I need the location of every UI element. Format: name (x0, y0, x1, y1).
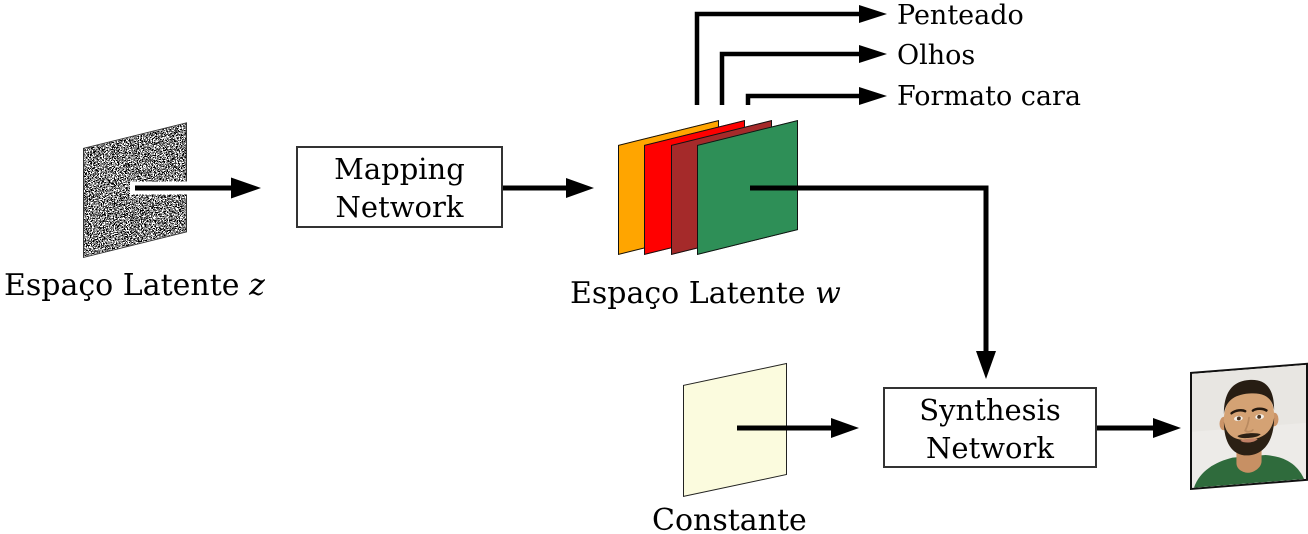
synthesis-network-box: Synthesis Network (883, 387, 1097, 468)
synthesis-network-line1: Synthesis (919, 393, 1061, 427)
feature-label-formato-cara: Formato cara (897, 81, 1082, 112)
constant-caption-text: Constante (652, 503, 807, 534)
constant-plane (683, 362, 787, 497)
generated-face-image (1190, 362, 1308, 490)
arrow-synthesis-to-output (1097, 418, 1181, 438)
latent-w-caption: Espaço Latente w (570, 276, 841, 311)
latent-z-symbol: z (249, 268, 265, 303)
latent-z-noise-image (83, 122, 187, 258)
latent-w-layer-green (697, 120, 798, 255)
feature-label-olhos: Olhos (897, 40, 976, 71)
arrow-feature-penteado (694, 5, 887, 105)
mapping-network-box: Mapping Network (296, 146, 503, 228)
latent-w-caption-text: Espaço Latente (570, 276, 806, 311)
synthesis-network-line2: Network (926, 431, 1054, 465)
mapping-network-line2: Network (335, 190, 464, 224)
feature-label-penteado: Penteado (897, 0, 1024, 31)
arrow-feature-formato-cara (745, 87, 887, 105)
latent-z-caption: Espaço Latente z (4, 268, 265, 303)
latent-w-symbol: w (815, 276, 841, 311)
mapping-network-line1: Mapping (334, 152, 465, 186)
latent-z-caption-text: Espaço Latente (4, 268, 240, 303)
arrow-feature-olhos (719, 45, 887, 105)
constant-caption: Constante (652, 503, 807, 534)
arrow-mapping-to-w (503, 178, 594, 198)
